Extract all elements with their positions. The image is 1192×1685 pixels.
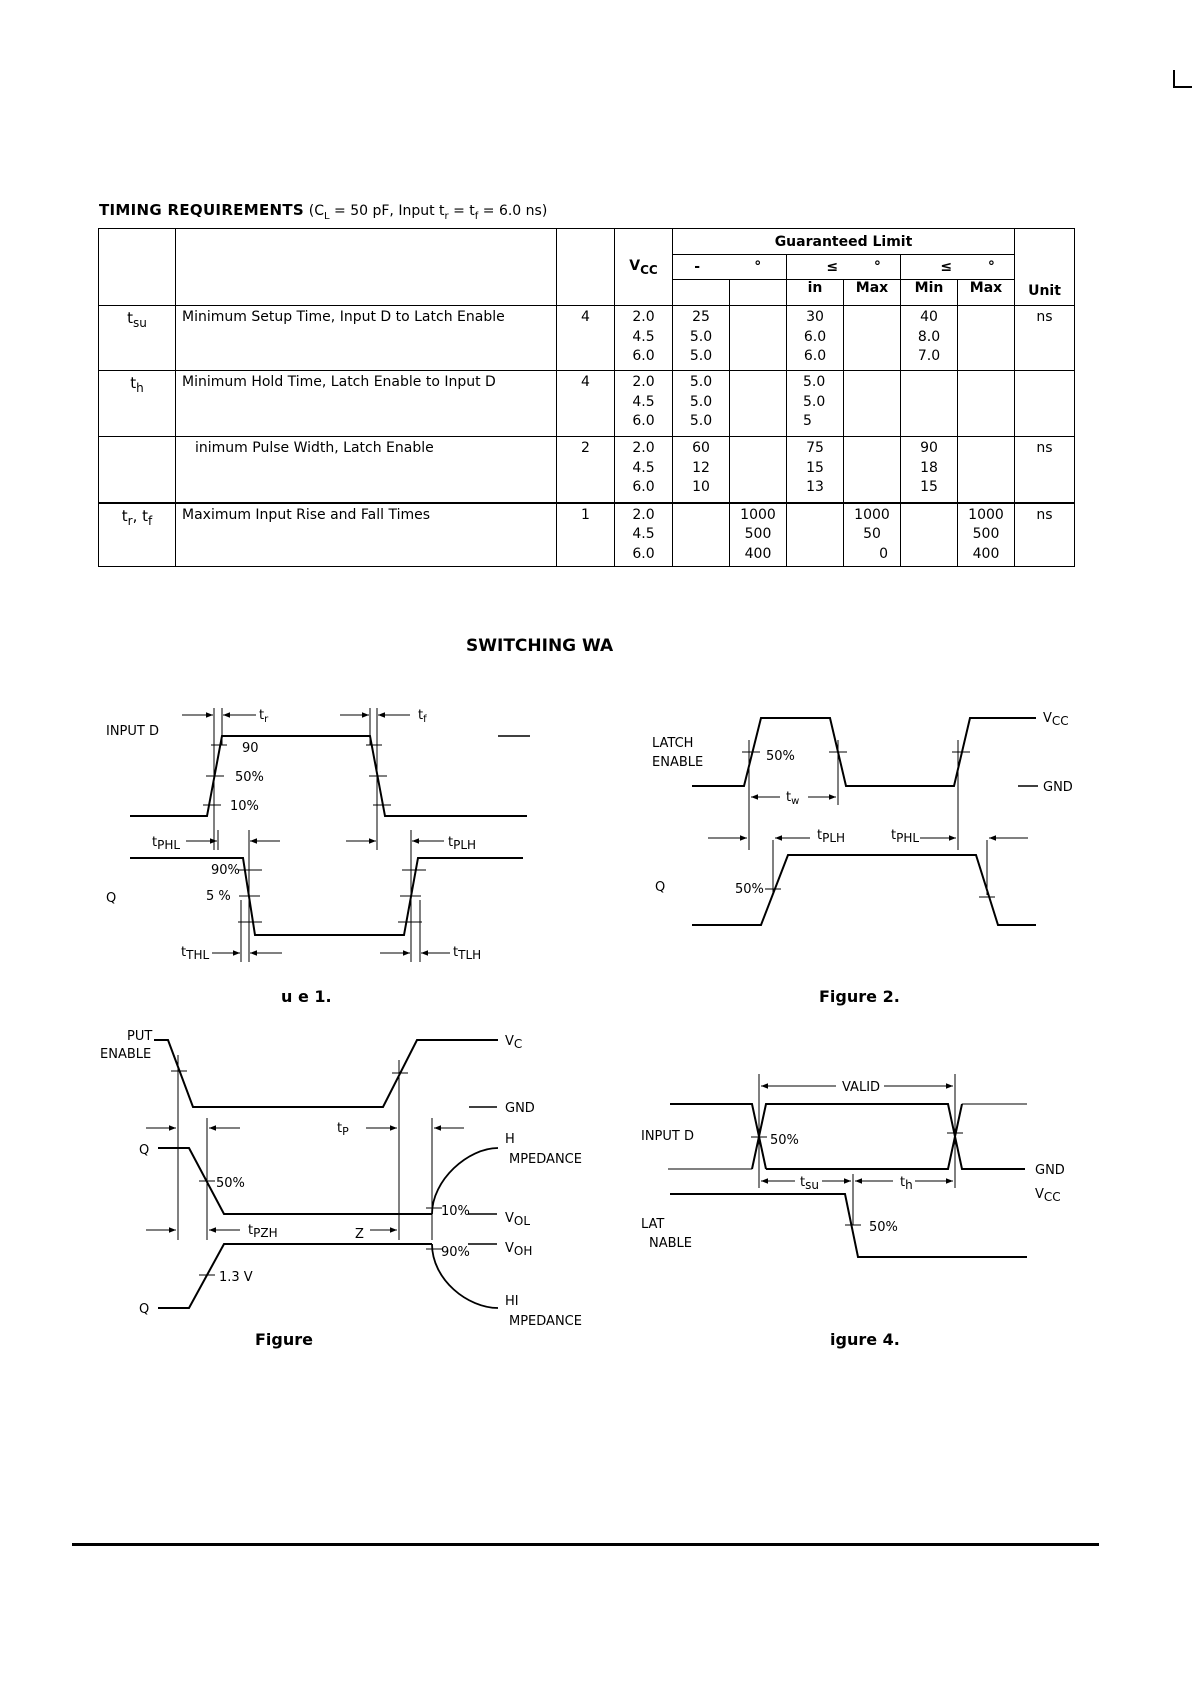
fig1-tphl-label: tPHL <box>152 835 180 852</box>
fig2-tphl-label: tPHL <box>891 828 919 845</box>
figure-2-waveform: LATCH ENABLE 50% tw tPLH tPHL Q 50% VCC … <box>652 711 1073 926</box>
fig1-q-label: Q <box>106 891 116 906</box>
figure-2-caption: Figure 2. <box>819 987 900 1006</box>
fig4-50b-label: 50% <box>869 1220 898 1235</box>
fig4-valid-label: VALID <box>842 1080 880 1095</box>
fig4-input-upper <box>670 1103 767 1170</box>
header-max-2: Max <box>843 279 901 306</box>
fig1-tf-label: tf <box>418 708 427 725</box>
fig3-mpedance1-label: MPEDANCE <box>509 1152 582 1167</box>
fig2-tw-label: tw <box>786 790 799 807</box>
fig3-10-label: 10% <box>441 1204 470 1219</box>
fig1-q90-label: 90% <box>211 863 240 878</box>
fig3-enable-signal <box>154 1039 498 1108</box>
table-row: tsu Minimum Setup Time, Input D to Latch… <box>98 305 1075 371</box>
fig1-input-signal <box>130 735 527 817</box>
footer-rule <box>72 1543 1099 1546</box>
header-unit: Unit <box>1014 228 1075 306</box>
fig4-tsu-label: tsu <box>800 1175 819 1192</box>
fig3-high-z-lower <box>431 1243 499 1309</box>
figure-3-caption: Figure <box>255 1330 313 1349</box>
fig3-enable-label: ENABLE <box>100 1047 151 1062</box>
page-corner-mark <box>1173 70 1192 88</box>
fig3-put-label: PUT <box>127 1029 152 1044</box>
fig1-10-label: 10% <box>230 799 259 814</box>
header-min-1 <box>672 279 730 306</box>
fig3-90-label: 90% <box>441 1245 470 1260</box>
timing-requirements-table: VCC Guaranteed Limit Unit -° ≤° ≤° in Ma… <box>98 228 1075 567</box>
fig3-gnd-label: GND <box>505 1101 535 1116</box>
fig1-50-label: 50% <box>235 770 264 785</box>
fig4-gnd-label: GND <box>1035 1163 1065 1178</box>
fig3-mpedance2-label: MPEDANCE <box>509 1314 582 1329</box>
fig3-hi-label: HI <box>505 1294 519 1309</box>
fig2-q-signal <box>692 854 1036 926</box>
header-min-2: in <box>786 279 844 306</box>
fig3-voh-label: VOH <box>505 1241 532 1258</box>
fig1-tplh-label: tPLH <box>448 835 476 852</box>
fig1-ttlh-label: tTLH <box>453 945 481 962</box>
fig4-nable-label: NABLE <box>649 1236 692 1251</box>
fig3-vol-label: VOL <box>505 1211 530 1228</box>
fig1-q5-label: 5 % <box>206 889 231 904</box>
header-vcc: VCC <box>614 228 673 306</box>
fig3-high-z-upper <box>431 1147 499 1215</box>
fig1-tr-label: tr <box>259 708 269 725</box>
fig2-50b-label: 50% <box>735 882 764 897</box>
fig3-q2-label: Q <box>139 1302 149 1317</box>
fig4-input-lower <box>766 1103 963 1170</box>
fig2-enable-label: ENABLE <box>652 755 703 770</box>
fig1-q-signal <box>130 857 523 936</box>
fig4-input-upper-b <box>751 1103 1025 1170</box>
header-figure <box>556 228 615 306</box>
fig3-z-label: Z <box>355 1227 364 1242</box>
fig1-90-label: 90 <box>242 741 259 756</box>
table-row: th Minimum Hold Time, Latch Enable to In… <box>98 370 1075 437</box>
fig1-input-label: INPUT D <box>106 724 159 739</box>
fig4-50a-label: 50% <box>770 1133 799 1148</box>
header-parameter <box>175 228 557 306</box>
fig3-vc-label: VC <box>505 1034 522 1051</box>
fig2-50a-label: 50% <box>766 749 795 764</box>
fig3-tp-label: tP <box>337 1121 349 1138</box>
fig1-tthl-label: tTHL <box>181 945 209 962</box>
fig2-tplh-label: tPLH <box>817 828 845 845</box>
header-symbol <box>98 228 176 306</box>
figure-4-caption: igure 4. <box>830 1330 900 1349</box>
fig2-vcc-label: VCC <box>1043 711 1069 728</box>
fig3-q1-label: Q <box>139 1143 149 1158</box>
table-row: tr, tf Maximum Input Rise and Fall Times… <box>98 502 1075 567</box>
figure-4-waveform: VALID INPUT D 50% GND VCC tsu th LAT NAB… <box>641 1074 1065 1258</box>
fig2-gnd-label: GND <box>1043 780 1073 795</box>
switching-waveforms-title: SWITCHING WA <box>466 636 614 656</box>
fig3-q2-signal <box>158 1243 432 1309</box>
fig4-vcc-label: VCC <box>1035 1187 1061 1204</box>
fig3-50-label: 50% <box>216 1176 245 1191</box>
fig4-lat-label: LAT <box>641 1217 664 1232</box>
fig2-latch-label: LATCH <box>652 736 693 751</box>
fig3-tpzh-label: tPZH <box>248 1223 278 1240</box>
figure-1-caption: u e 1. <box>281 987 332 1006</box>
fig4-input-label: INPUT D <box>641 1129 694 1144</box>
fig3-h-label: H <box>505 1132 515 1147</box>
fig3-13v-label: 1.3 V <box>219 1270 253 1285</box>
figure-3-waveform: PUT ENABLE VC GND tP H MPEDANCE Q 50% 10… <box>100 1029 582 1329</box>
figure-1-waveform: INPUT D Q tr tf 90 50% 10% tPHL tPLH 90%… <box>106 708 530 962</box>
fig2-q-label: Q <box>655 880 665 895</box>
fig4-th-label: th <box>900 1175 913 1192</box>
header-temp-range-1: -° <box>672 254 787 280</box>
timing-requirements-heading: TIMING REQUIREMENTS (CL = 50 pF, Input t… <box>99 201 548 222</box>
